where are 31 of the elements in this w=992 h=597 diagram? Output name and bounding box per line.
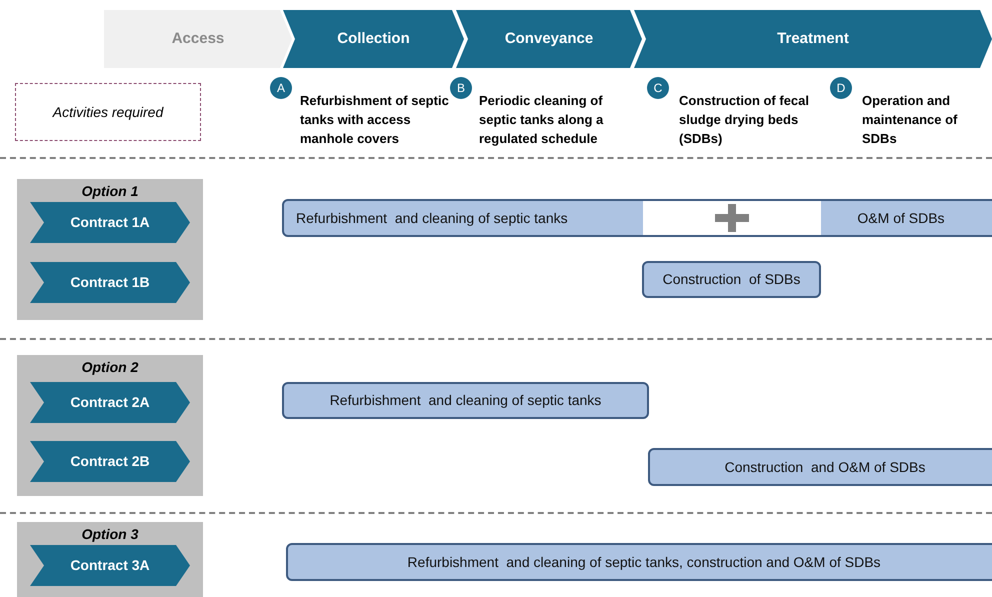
contract-chevron: Contract 2A — [30, 382, 190, 423]
contract-chevron: Contract 1B — [30, 262, 190, 303]
process-step: Conveyance — [456, 10, 642, 68]
step-badge: C — [647, 77, 669, 99]
process-step: Access — [104, 10, 292, 68]
bar-text: Refurbishment and cleaning of septic tanks — [296, 208, 568, 228]
step-badge: A — [270, 77, 292, 99]
option-panel — [17, 355, 203, 496]
step-description: Operation and maintenance of SDBs — [862, 92, 958, 148]
activity-bar: Construction of SDBs — [642, 261, 821, 298]
option-title: Option 3 — [80, 525, 140, 544]
option-panel — [17, 522, 203, 597]
step-badge: D — [830, 77, 852, 99]
contract-chevron: Contract 3A — [30, 545, 190, 586]
activity-bar: Construction and O&M of SDBs — [648, 448, 992, 486]
contract-chevron: Contract 2B — [30, 441, 190, 482]
activity-bar — [282, 199, 992, 237]
option-title: Option 2 — [80, 358, 140, 377]
option-panel — [17, 179, 203, 320]
step-description: Refurbishment of septic tanks with access manhole covers — [300, 92, 450, 148]
step-description: Construction of fecal sludge drying beds (SDBs) — [679, 92, 810, 148]
step-badge: B — [450, 77, 472, 99]
activities-box: Activities required — [15, 83, 201, 141]
bar-text: O&M of SDBs — [857, 208, 945, 228]
option-title: Option 1 — [80, 182, 140, 201]
process-step: Collection — [283, 10, 464, 68]
step-description: Periodic cleaning of septic tanks along a regulated schedule — [479, 92, 604, 148]
contract-chevron: Contract 1A — [30, 202, 190, 243]
process-step: Treatment — [634, 10, 992, 68]
activity-bar: Refurbishment and cleaning of septic tanks, construction and O&M of SDBs — [286, 543, 992, 581]
activity-bar: Refurbishment and cleaning of septic tanks — [282, 382, 649, 419]
